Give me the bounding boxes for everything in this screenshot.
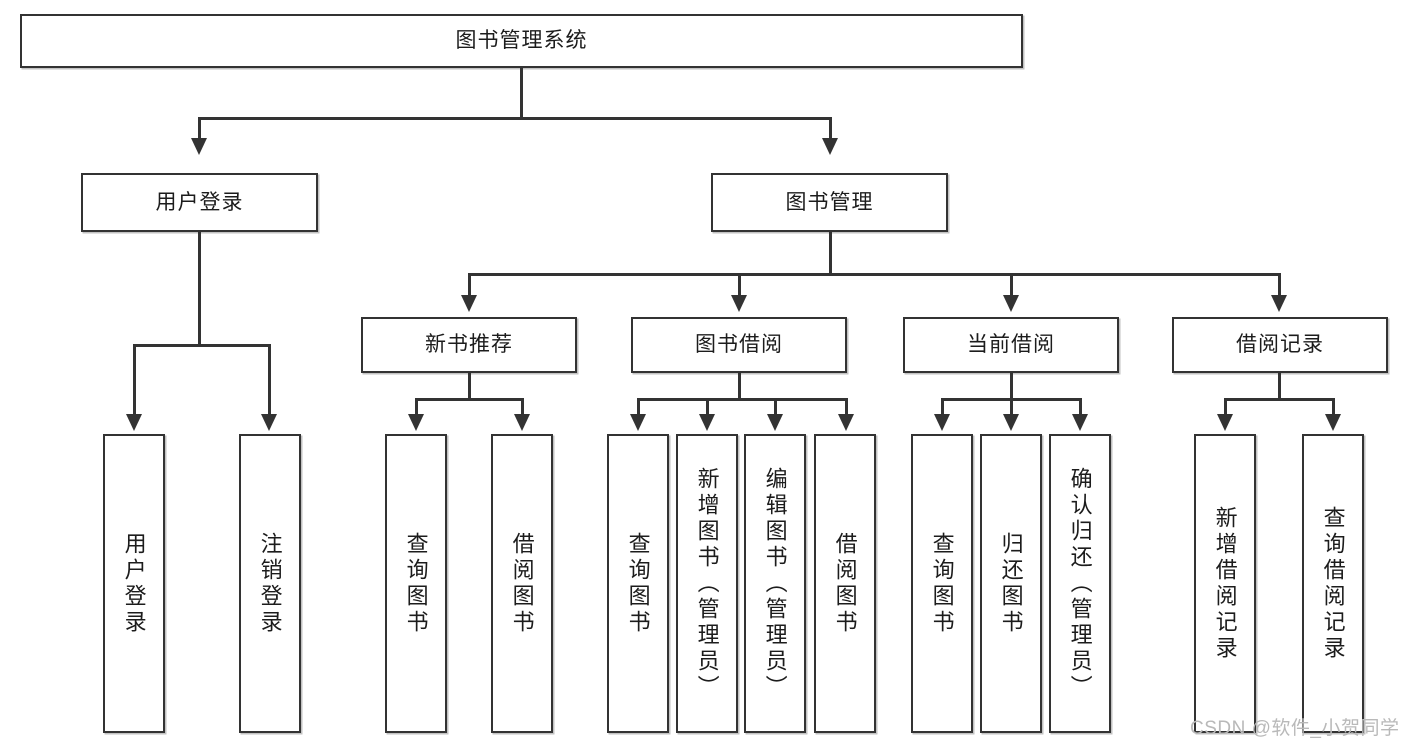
leaf-bb-borrow-book[interactable]: 借阅图书 [814, 434, 876, 733]
leaf-bb-add-book[interactable]: 新增图书（管理员） [676, 434, 738, 733]
arrowhead-bb-edit [767, 414, 783, 431]
node-book-borrow[interactable]: 图书借阅 [631, 317, 847, 373]
arrowhead-new-book [461, 295, 477, 312]
connector-drop-book-manage [829, 117, 832, 140]
node-root-system[interactable]: 图书管理系统 [20, 14, 1023, 68]
leaf-nb-query-book[interactable]: 查询图书 [385, 434, 447, 733]
node-label: 借阅图书 [832, 531, 858, 636]
arrowhead-leaf-user-login [126, 414, 142, 431]
connector-borrow-record-bus [1224, 398, 1334, 401]
leaf-user-login[interactable]: 用户登录 [103, 434, 165, 733]
leaf-cb-query-book[interactable]: 查询图书 [911, 434, 973, 733]
leaf-nb-borrow-book[interactable]: 借阅图书 [491, 434, 553, 733]
connector-level2-bus [198, 117, 831, 120]
leaf-bb-edit-book[interactable]: 编辑图书（管理员） [744, 434, 806, 733]
connector-drop-user-login [198, 117, 201, 140]
connector-drop-current-borrow [1010, 273, 1013, 297]
node-label: 借阅记录 [1236, 333, 1324, 357]
node-user-login[interactable]: 用户登录 [81, 173, 318, 232]
connector-drop-cb-query [941, 398, 944, 416]
node-label: 查询图书 [625, 531, 651, 636]
arrowhead-br-query [1325, 414, 1341, 431]
node-label: 注销登录 [257, 531, 283, 636]
node-label: 归还图书 [998, 531, 1024, 636]
node-label: 新增借阅记录 [1212, 505, 1238, 662]
arrowhead-book-borrow [731, 295, 747, 312]
arrowhead-cb-query [934, 414, 950, 431]
node-label: 查询借阅记录 [1320, 505, 1346, 662]
node-label: 当前借阅 [967, 333, 1055, 357]
connector-user-login-stem [198, 232, 201, 346]
node-label: 图书借阅 [695, 333, 783, 357]
connector-new-book-bus [415, 398, 523, 401]
arrowhead-user-login [191, 138, 207, 155]
connector-new-book-stem [468, 373, 471, 400]
node-label: 编辑图书（管理员） [762, 466, 788, 701]
connector-level3-bus [468, 273, 1280, 276]
connector-current-borrow-stem [1010, 373, 1013, 400]
node-label: 图书管理 [785, 190, 874, 214]
node-label: 查询图书 [403, 531, 429, 636]
connector-borrow-record-stem [1278, 373, 1281, 400]
connector-drop-nb-query [415, 398, 418, 416]
node-label: 查询图书 [929, 531, 955, 636]
connector-drop-nb-borrow [521, 398, 524, 416]
connector-drop-borrow-record [1278, 273, 1281, 297]
arrowhead-bb-query [630, 414, 646, 431]
connector-drop-leaf-logout [268, 344, 271, 416]
connector-drop-br-query [1332, 398, 1335, 416]
connector-drop-book-borrow [738, 273, 741, 297]
node-new-book-recommend[interactable]: 新书推荐 [361, 317, 577, 373]
connector-book-borrow-bus [637, 398, 847, 401]
connector-book-borrow-stem [738, 373, 741, 400]
connector-root-stem [520, 68, 523, 118]
arrowhead-current-borrow [1003, 295, 1019, 312]
node-label: 新书推荐 [425, 333, 513, 357]
connector-drop-cb-confirm [1079, 398, 1082, 416]
arrowhead-bb-borrow [838, 414, 854, 431]
connector-drop-bb-add [706, 398, 709, 416]
arrowhead-leaf-logout [261, 414, 277, 431]
arrowhead-br-add [1217, 414, 1233, 431]
node-borrow-record[interactable]: 借阅记录 [1172, 317, 1388, 373]
node-current-borrow[interactable]: 当前借阅 [903, 317, 1119, 373]
leaf-br-add-record[interactable]: 新增借阅记录 [1194, 434, 1256, 733]
connector-drop-br-add [1224, 398, 1227, 416]
connector-drop-bb-query [637, 398, 640, 416]
connector-drop-bb-borrow [845, 398, 848, 416]
leaf-cb-confirm-return[interactable]: 确认归还（管理员） [1049, 434, 1111, 733]
leaf-br-query-record[interactable]: 查询借阅记录 [1302, 434, 1364, 733]
node-label: 用户登录 [121, 531, 147, 636]
arrowhead-cb-confirm [1072, 414, 1088, 431]
node-label: 新增图书（管理员） [694, 466, 720, 701]
arrowhead-nb-query [408, 414, 424, 431]
connector-drop-bb-edit [774, 398, 777, 416]
arrowhead-cb-return [1003, 414, 1019, 431]
connector-user-login-bus [133, 344, 270, 347]
arrowhead-bb-add [699, 414, 715, 431]
connector-drop-cb-return [1010, 398, 1013, 416]
arrowhead-nb-borrow [514, 414, 530, 431]
leaf-cb-return-book[interactable]: 归还图书 [980, 434, 1042, 733]
node-book-management[interactable]: 图书管理 [711, 173, 948, 232]
node-label: 用户登录 [155, 190, 244, 214]
node-label: 确认归还（管理员） [1067, 466, 1093, 701]
watermark-text: CSDN @软件_小贺同学 [1190, 718, 1400, 739]
connector-drop-new-book [468, 273, 471, 297]
arrowhead-borrow-record [1271, 295, 1287, 312]
leaf-bb-query-book[interactable]: 查询图书 [607, 434, 669, 733]
connector-drop-leaf-user-login [133, 344, 136, 416]
node-label: 图书管理系统 [455, 29, 588, 53]
node-label: 借阅图书 [509, 531, 535, 636]
arrowhead-book-manage [822, 138, 838, 155]
leaf-logout[interactable]: 注销登录 [239, 434, 301, 733]
connector-book-manage-stem [829, 232, 832, 275]
